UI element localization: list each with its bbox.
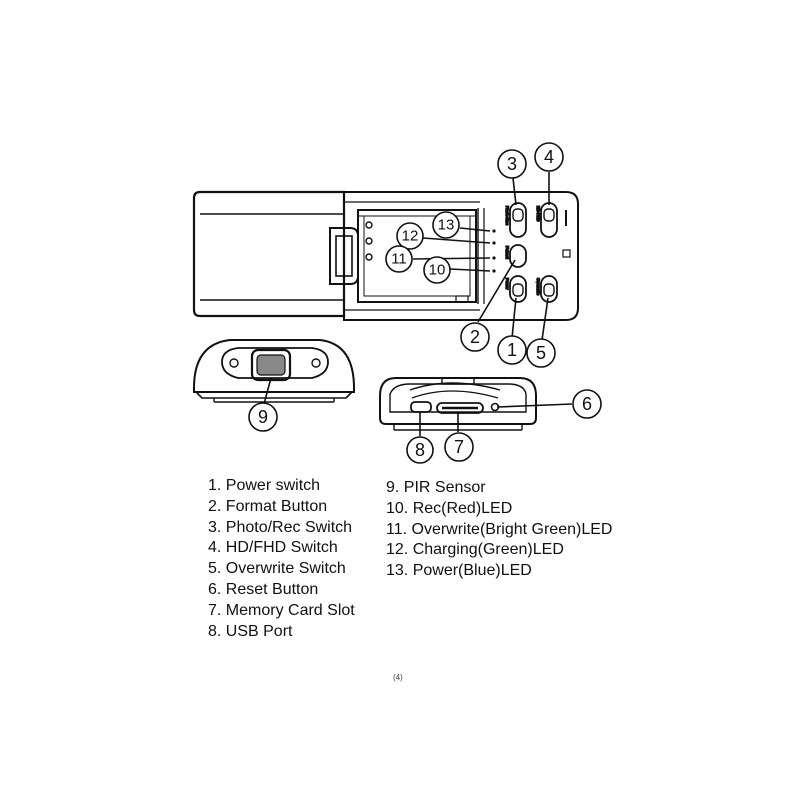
legend-item: 12. Charging(Green)LED <box>386 541 564 559</box>
legend-item: 11. Overwrite(Bright Green)LED <box>386 520 613 538</box>
legend-item: 2. Format Button <box>208 497 328 515</box>
callout-circle-4 <box>534 142 564 172</box>
callout-circle-1 <box>497 335 527 365</box>
leader-line-10 <box>449 268 491 272</box>
callout-circle-2 <box>460 322 490 352</box>
device-top-view: Photo▪Rec Format Power HD▪FHD Overwrite <box>192 190 579 321</box>
legend-item: 4. HD/FHD Switch <box>208 539 338 557</box>
legend-item: 7. Memory Card Slot <box>208 601 355 619</box>
legend-item: 3. Photo/Rec Switch <box>208 518 353 536</box>
callout-number-7: 7 <box>454 437 464 457</box>
legend-left: 1. Power switch 2. Format Button 3. Phot… <box>208 476 355 642</box>
device-bottom-view <box>379 377 537 431</box>
svg-text:Format: Format <box>505 246 510 260</box>
device-front-view <box>193 339 355 403</box>
leader-line-13 <box>459 227 491 232</box>
callout-circle-8 <box>406 436 434 464</box>
callout-circle-5 <box>526 338 556 368</box>
svg-text:Photo▪Rec: Photo▪Rec <box>505 206 510 225</box>
legend-item: 1. Power switch <box>208 477 321 494</box>
callout-number-12: 12 <box>402 228 419 245</box>
leader-line-6 <box>496 403 573 408</box>
callout-circle-7 <box>444 432 474 462</box>
legend-right: 9. PIR Sensor 10. Rec(Red)LED 11. Overwr… <box>386 478 612 582</box>
callout-number-10: 10 <box>429 262 446 279</box>
callout-circle-9 <box>248 402 278 432</box>
leader-line-1 <box>511 297 517 339</box>
callout-circle-6 <box>572 389 602 419</box>
leader-line-12 <box>422 237 491 244</box>
legend-item: 13. Power(Blue)LED <box>386 562 532 580</box>
leader-line-5 <box>541 297 549 341</box>
callout-number-11: 11 <box>391 251 407 268</box>
svg-text:Overwrite: Overwrite <box>536 278 541 296</box>
callout-number-8: 8 <box>415 440 425 460</box>
callout-number-2: 2 <box>470 327 480 347</box>
leader-line-3 <box>512 177 517 206</box>
legend-item: 6. Reset Button <box>208 580 319 598</box>
callout-number-4: 4 <box>544 147 554 167</box>
callout-number-13: 13 <box>438 217 455 234</box>
legend-item: 8. USB Port <box>208 622 293 640</box>
callout-circle-12 <box>396 222 424 250</box>
svg-text:HD▪FHD: HD▪FHD <box>536 206 541 222</box>
callout-circle-10 <box>423 256 451 284</box>
legend-item: 9. PIR Sensor <box>386 479 486 496</box>
callout-number-3: 3 <box>507 154 517 174</box>
callout-number-9: 9 <box>258 407 268 427</box>
callout-circle-11 <box>385 245 413 273</box>
legend-item: 5. Overwrite Switch <box>208 560 346 578</box>
callout-number-5: 5 <box>536 343 546 363</box>
leader-line-9 <box>263 377 272 405</box>
callout-number-1: 1 <box>507 340 517 360</box>
leader-line-11 <box>412 257 491 260</box>
page-number: (4) <box>393 673 403 682</box>
callout-circle-13 <box>432 211 460 239</box>
callout-circle-3 <box>497 149 527 179</box>
callout-number-6: 6 <box>582 394 592 414</box>
svg-text:Power: Power <box>505 278 510 290</box>
legend-item: 10. Rec(Red)LED <box>386 499 513 517</box>
leader-line-2 <box>477 259 516 323</box>
